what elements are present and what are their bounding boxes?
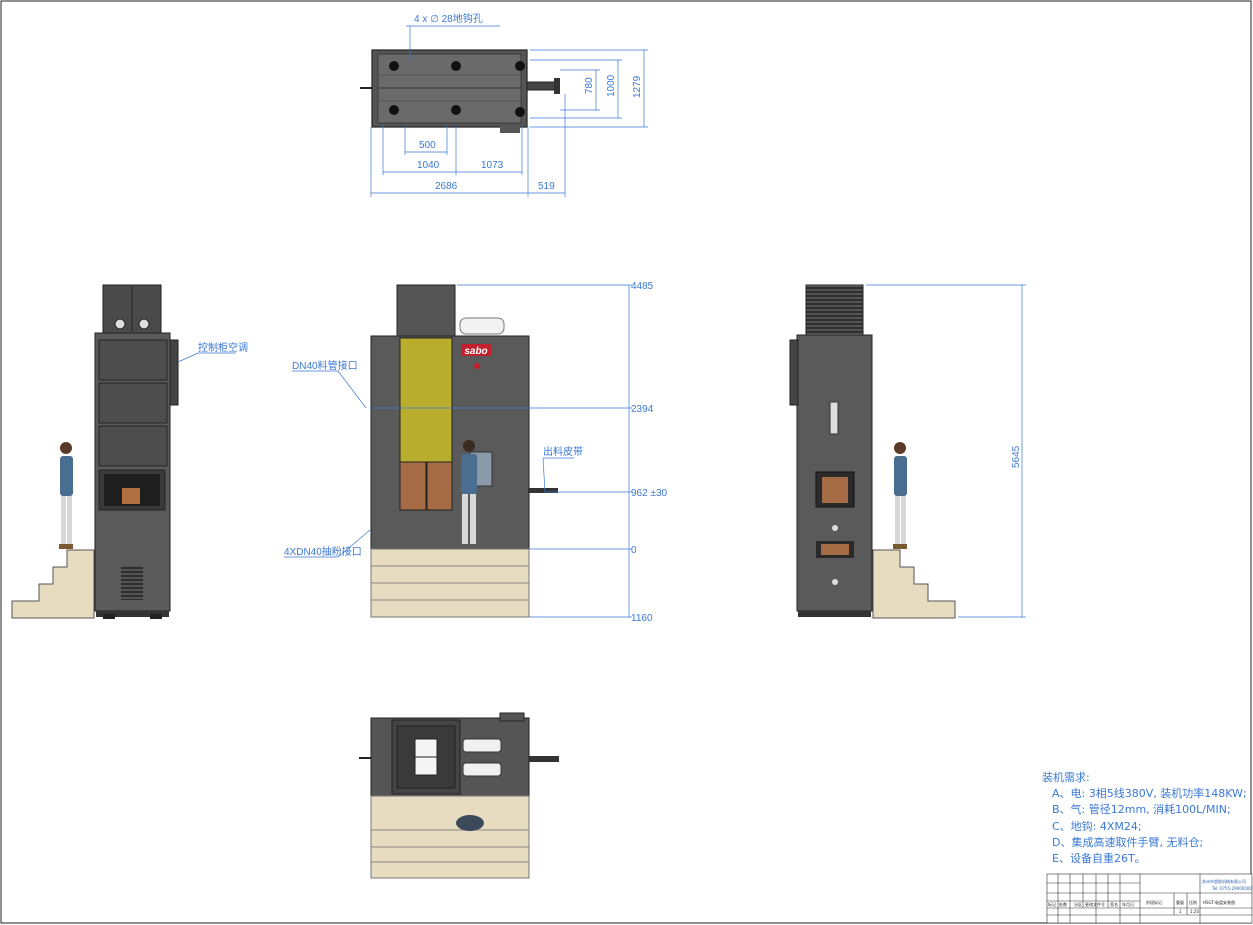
tb-sheet: 1 [1179,909,1182,914]
bottom-view [359,712,559,879]
tb-phone: Tel: 0755-29000000 [1211,886,1252,891]
holes-label: 4 x ∅ 28地钩孔 [414,12,483,25]
top-view [360,49,560,133]
right-stairs [872,549,956,619]
requirement-d: D、集成高速取件手臂, 无料仓; [1052,835,1204,849]
tb-scale: 1:20 [1190,909,1199,914]
anchor-hole-3 [389,105,399,115]
bottom-platform [370,795,530,879]
level-1160: 1160 [631,613,653,624]
anchor-hole-1 [389,61,399,71]
anchor-hole-4 [451,105,461,115]
requirement-c: C、地钩: 4XM24; [1052,819,1142,833]
label-belt: 出料皮带 [543,445,583,458]
tb-stage: 阶段标记 [1146,899,1162,905]
tb-drawing-name: HSGT-吸盘安装图 [1203,899,1235,905]
top-view-dimensions [370,25,648,197]
level-962: 962 ±30 [631,488,668,499]
requirement-e: E、设备自重26T。 [1052,852,1146,866]
requirement-b: B、气: 管径12mm, 消耗100L/MIN; [1052,803,1231,817]
front-yellow-panel [399,337,453,463]
tb-h2: 处数 [1059,901,1067,907]
level-4485: 4485 [631,281,654,292]
tb-h5: 签名 [1110,901,1118,907]
label-feed: DN40料管接口 [292,359,358,372]
brand-text: sabo [464,346,487,357]
level-2394: 2394 [631,404,654,415]
requirements-title: 装机需求: [1042,771,1090,784]
dim-1000: 1000 [606,74,617,97]
front-view: sabo [370,284,558,618]
front-view-dimensions [284,284,632,618]
tb-weight: 重量 [1176,899,1184,905]
dim-1073: 1073 [481,160,504,171]
tb-h4: 更改文件号 [1085,901,1105,907]
left-side-view [11,284,179,619]
level-0: 0 [631,545,637,556]
requirement-a: A、电: 3相5线380V, 装机功率148KW; [1052,787,1247,801]
dim-1040: 1040 [417,160,440,171]
dim-780: 780 [584,77,595,94]
dim-500: 500 [419,140,436,151]
title-block [1046,873,1253,924]
dim-2686: 2686 [435,181,458,192]
dim-519: 519 [538,181,555,192]
height-5645: 5645 [1011,445,1022,468]
anchor-hole-2 [451,61,461,71]
label-ac: 控制柜空调 [198,341,248,354]
left-person-head [60,442,72,454]
label-suction: 4XDN40抽粉接口 [284,545,362,558]
tb-h3: 分区 [1074,901,1082,907]
tb-company: 苏州市塑胶机械有限公司 [1202,878,1246,884]
dim-1279: 1279 [632,75,643,98]
left-stairs [11,549,95,619]
right-side-view [789,284,956,619]
sabo-logo [461,344,491,356]
tb-ratio: 比例 [1189,899,1197,905]
installation-requirements: 装机需求: A、电: 3相5线380V, 装机功率148KW; B、气: 管径1… [1042,770,1247,867]
tb-h1: 标记 [1048,901,1056,907]
tb-h6: 年月日 [1122,901,1134,907]
